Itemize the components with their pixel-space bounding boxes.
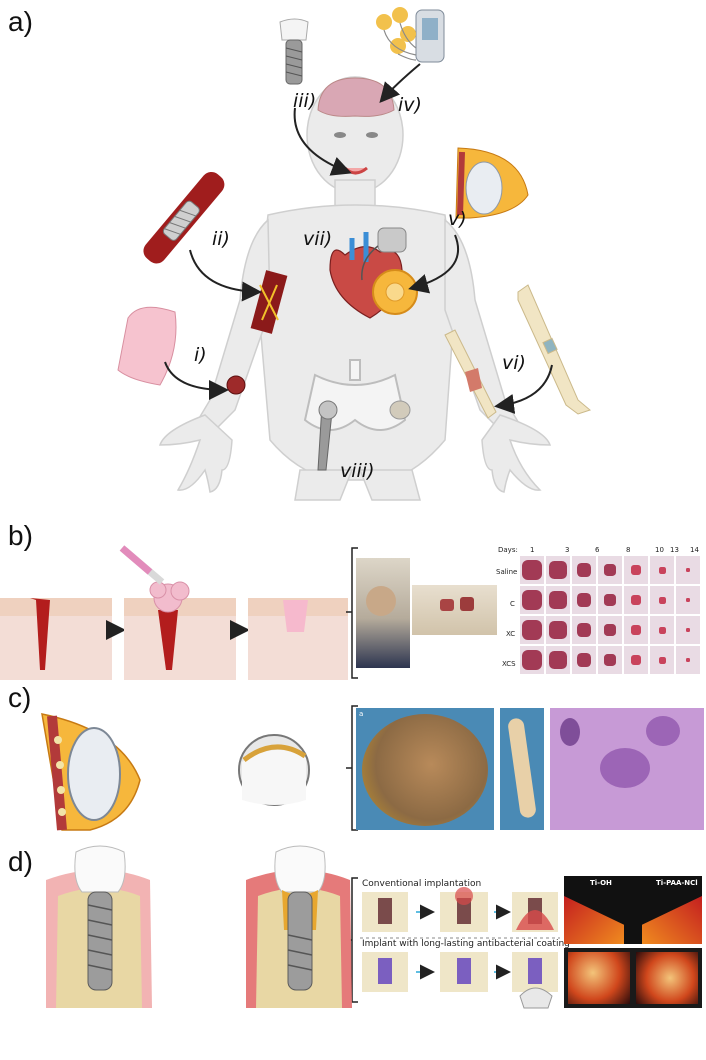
healing-thumbnail: [546, 646, 570, 674]
label-ii: ii): [212, 228, 230, 250]
label-i: i): [194, 344, 207, 366]
label-vi: vi): [502, 352, 526, 374]
healing-thumbnail: [624, 586, 648, 614]
days-label: Days:: [498, 546, 518, 554]
skin-wound-step-1: [0, 598, 112, 680]
conventional-implantation-schematic: [362, 887, 558, 932]
label-v: v): [448, 208, 467, 230]
coated-title: Implant with long-lasting antibacterial …: [362, 939, 570, 949]
neurostimulator-icon: [376, 7, 445, 63]
label-iv: iv): [398, 94, 422, 116]
bone-icon: [444, 284, 592, 419]
pacemaker: [377, 227, 407, 253]
healing-thumbnail: [676, 586, 700, 614]
histology-label-left: Ti-OH: [590, 879, 612, 887]
implant-capsule-detail: [238, 734, 310, 806]
healing-thumbnail: [572, 556, 596, 584]
day-header: 1: [530, 546, 535, 554]
panel-a-label: a): [8, 6, 33, 37]
skin-wound-step-2: [119, 545, 236, 680]
healing-thumbnail: [650, 646, 674, 674]
capsule-side-photo: [500, 708, 544, 830]
day-header: 10: [655, 546, 664, 554]
row-label: Saline: [496, 568, 518, 576]
healing-thumbnail: [520, 646, 544, 674]
healing-thumbnail: [598, 556, 622, 584]
dental-implant-healthy: [46, 845, 152, 1008]
healing-thumbnail: [650, 586, 674, 614]
day-header: 8: [626, 546, 631, 554]
row-label: XC: [506, 630, 516, 638]
healing-thumbnail: [598, 646, 622, 674]
label-vii: vii): [303, 228, 333, 250]
animal-wound-photo: [412, 585, 497, 635]
healing-thumbnail: [546, 556, 570, 584]
healing-thumbnail: [624, 646, 648, 674]
breast-implant-section: [41, 713, 141, 831]
day-header: 14: [690, 546, 699, 554]
histology-label-right: Ti-PAA-NCl: [656, 879, 698, 887]
explanted-capsule-photo: a: [356, 708, 494, 830]
healing-thumbnail: [650, 616, 674, 644]
dental-implant-infected: [246, 845, 352, 1008]
panel-c-label: c): [8, 682, 32, 713]
healing-thumbnail: [546, 586, 570, 614]
healing-thumbnail: [520, 616, 544, 644]
coated-implant-schematic: [362, 952, 558, 1009]
panel-d-label: d): [8, 846, 33, 877]
healing-thumbnail: [676, 616, 700, 644]
panel-b-label: b): [8, 520, 33, 551]
healing-thumbnail: [676, 646, 700, 674]
label-iii: iii): [293, 90, 317, 112]
dental-implant-icon: [279, 18, 309, 85]
healing-thumbnail: [676, 556, 700, 584]
healing-thumbnail: [572, 586, 596, 614]
healing-thumbnail: [572, 646, 596, 674]
healing-thumbnail: [520, 586, 544, 614]
histology-bottom-photo: [564, 948, 702, 1008]
label-viii: viii): [340, 460, 375, 482]
day-header: 3: [565, 546, 570, 554]
brain-shape: [317, 77, 395, 117]
healing-thumbnail: [624, 616, 648, 644]
healing-thumbnail: [520, 556, 544, 584]
healing-thumbnail: [650, 556, 674, 584]
stent-vessel: [143, 171, 225, 264]
photo-tag: a: [359, 710, 364, 718]
row-label: C: [510, 600, 515, 608]
breast-implant-icon: [455, 147, 529, 219]
healing-thumbnail: [546, 616, 570, 644]
surgery-photo: [356, 558, 410, 668]
histology-top-photo: Ti-OH Ti-PAA-NCl: [564, 876, 702, 944]
row-label: XCS: [502, 660, 516, 668]
skin-wound-step-3: [248, 598, 348, 680]
wound-dressing: [117, 306, 177, 386]
histology-photo: [550, 708, 704, 830]
healing-thumbnail: [598, 616, 622, 644]
conventional-title: Conventional implantation: [362, 879, 482, 889]
day-header: 13: [670, 546, 679, 554]
healing-thumbnail: [572, 616, 596, 644]
healing-thumbnail: [598, 586, 622, 614]
healing-thumbnail: [624, 556, 648, 584]
healing-photo-grid: [520, 556, 704, 680]
day-header: 6: [595, 546, 600, 554]
